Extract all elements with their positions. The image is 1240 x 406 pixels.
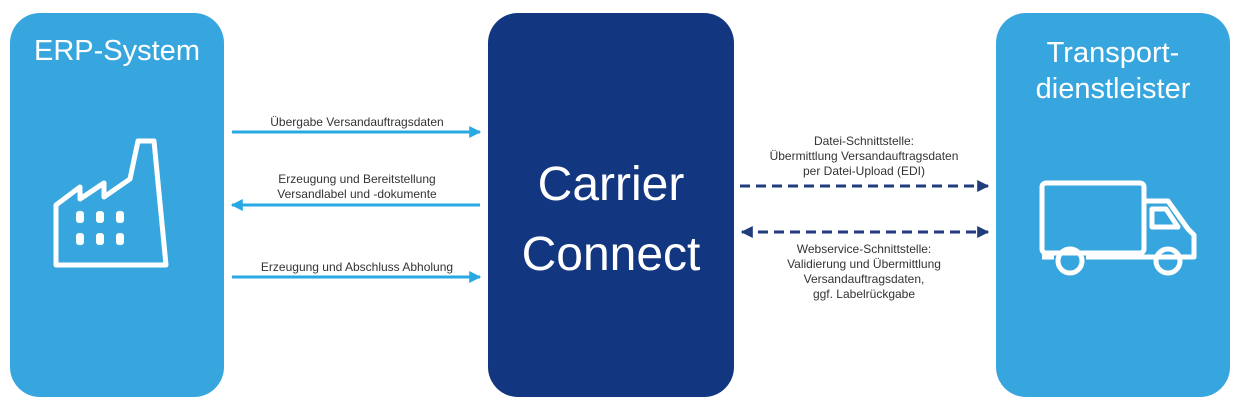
erp-system-box: ERP-System (10, 13, 224, 397)
label-labels: Erzeugung und Bereitstellung Versandlabe… (277, 172, 437, 201)
factory-icon (53, 138, 169, 268)
carrier-connect-title: Carrier Connect (521, 158, 701, 281)
transport-provider-title: Transport- dienstleister (1035, 37, 1191, 105)
label-webservice: Webservice-Schnittstelle: Validierung un… (787, 242, 941, 301)
label-handover: Übergabe Versandauftragsdaten (270, 115, 444, 129)
truck-icon (1039, 180, 1197, 276)
carrier-connect-box: Carrier Connect (488, 13, 734, 397)
label-pickup: Erzeugung und Abschluss Abholung (260, 260, 454, 274)
erp-system-title: ERP-System (34, 35, 200, 67)
transport-provider-box: Transport- dienstleister (996, 13, 1230, 397)
label-file-interface: Datei-Schnittstelle: Übermittlung Versan… (769, 134, 959, 178)
